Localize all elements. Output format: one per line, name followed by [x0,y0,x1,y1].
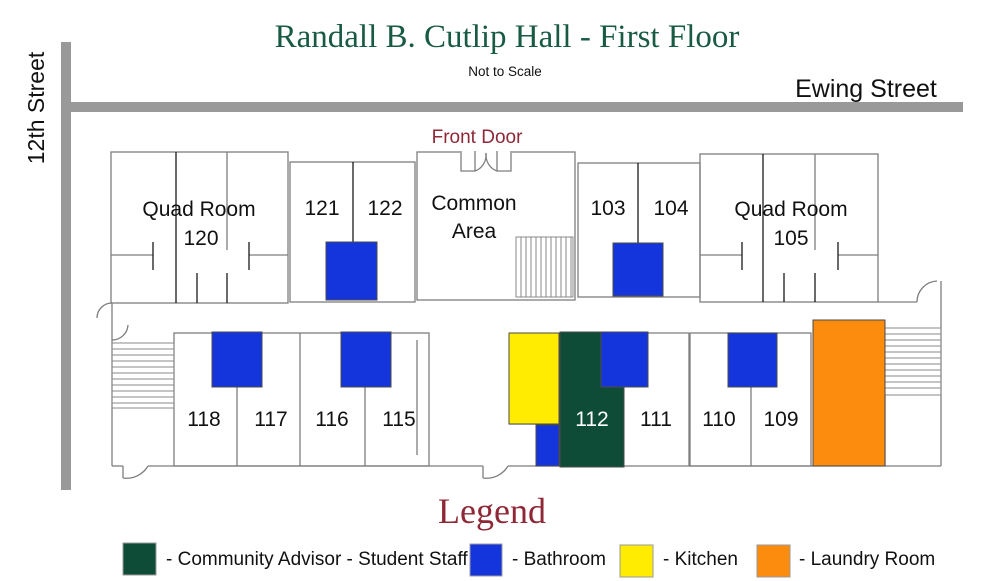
room-103-label: 103 [590,197,625,220]
stairs-left [111,342,175,409]
common-area-label-line2: Area [452,220,497,243]
quad-room-105-outline [699,153,879,303]
bathroom-112-111 [600,331,649,388]
room-109-label: 109 [763,408,798,431]
front-door-notch-right [496,151,512,172]
quad-room-120-name: Quad Room [142,198,255,221]
room-118-label: 118 [187,408,220,431]
quad-room-105-name: Quad Room [734,198,847,221]
text-layer: Randall B. Cutlip Hall - First Floor Not… [23,19,937,570]
bathroom-118-117 [211,331,263,388]
bathroom-103-104 [612,242,664,297]
bathroom-small-kitchen [535,424,560,467]
door-arc-left-top [96,302,113,319]
room-116-label: 116 [315,408,348,431]
legend-swatch-laundry [756,544,791,578]
room-112-label: 112 [575,408,608,431]
bathroom-116-115 [340,331,392,388]
legend-swatch-bathroom [469,543,503,577]
common-area-label-line1: Common [431,192,516,215]
front-door [460,147,512,172]
front-door-opening [460,147,512,156]
room-121-label: 121 [304,197,339,220]
quad-room-interior-walls [152,152,839,303]
door-arc-bottom-mid [482,465,509,479]
laundry-room [812,319,886,467]
twelfth-street-bar [61,42,71,490]
room-104-label: 104 [653,197,688,220]
kitchen-room [508,332,560,425]
twelfth-street-label: 12th Street [23,51,49,164]
stairs-common-outline [515,236,574,298]
legend-label-bathroom: - Bathroom [512,549,606,570]
room-122-label: 122 [367,197,402,220]
ewing-street-bar [61,102,963,112]
stairs-right [884,327,942,396]
legend-swatches [122,542,791,578]
room-111-label: 111 [640,408,672,431]
room-110-label: 110 [702,408,735,431]
bathroom-121-122 [325,241,378,301]
door-arc-stairwell-left [111,324,129,341]
door-arc-bottom-left [122,465,149,479]
stairs-right-outline [884,327,942,396]
not-to-scale-note: Not to Scale [468,64,542,79]
door-arc-top-right [916,280,938,303]
page-title: Randall B. Cutlip Hall - First Floor [275,19,740,55]
legend-swatch-community-advisor [122,542,157,576]
stairs-common-area [515,236,574,298]
legend-title: Legend [438,491,546,531]
front-door-arc-right [485,152,498,172]
quad-room-120-outline [110,151,289,304]
ewing-street-label: Ewing Street [795,75,937,103]
quad-room-120-number: 120 [183,227,218,250]
streets [61,42,963,490]
legend-swatch-kitchen [619,544,654,578]
feature-rooms [211,241,886,468]
room-115-label: 115 [382,408,415,431]
front-door-notch-left [460,151,476,172]
bathroom-110-109 [727,332,778,388]
quad-room-105-number: 105 [773,227,808,250]
stairs-left-outline [111,342,175,409]
room-117-label: 117 [254,408,287,431]
legend-label-laundry: - Laundry Room [799,549,935,570]
legend-label-kitchen: - Kitchen [663,549,738,570]
legend-label-community-advisor: - Community Advisor - Student Staff [166,549,468,570]
front-door-label: Front Door [432,127,523,148]
